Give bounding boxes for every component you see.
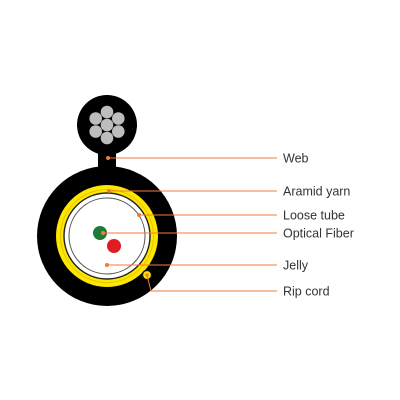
messenger-steel-strand — [89, 125, 102, 138]
loose-tube-leader-dot — [137, 213, 141, 217]
optical-fiber-leader-dot — [101, 231, 105, 235]
messenger-steel-strand — [100, 131, 114, 145]
optical-fiber-red — [107, 239, 121, 253]
jelly-leader-dot — [105, 263, 109, 267]
web-leader-dot — [106, 156, 110, 160]
main-cable-group — [37, 166, 177, 306]
label-optical-fiber: Optical Fiber — [283, 227, 354, 241]
rip-cord-leader-dot — [145, 273, 149, 277]
label-web: Web — [283, 152, 309, 166]
aramid-yarn-inner-edge — [60, 189, 154, 283]
messenger-wire-group — [77, 95, 137, 155]
label-aramid-yarn: Aramid yarn — [283, 185, 350, 199]
messenger-steel-strand — [100, 105, 114, 119]
optical-fiber-green — [93, 226, 107, 240]
aramid-yarn-leader-dot — [107, 189, 111, 193]
messenger-steel-strand — [112, 125, 125, 138]
label-rip-cord: Rip cord — [283, 285, 330, 299]
loose-tube-inner-wall — [68, 197, 146, 275]
callout-leaders — [101, 156, 277, 292]
messenger-steel-strand — [89, 112, 102, 125]
label-loose-tube: Loose tube — [283, 209, 345, 223]
rip-cord-leader-line — [146, 274, 277, 292]
label-jelly: Jelly — [283, 259, 309, 273]
messenger-steel-strand — [112, 112, 125, 125]
callout-labels: Web Aramid yarn Loose tube Optical Fiber… — [283, 152, 354, 299]
messenger-steel-strand-center — [100, 118, 114, 132]
